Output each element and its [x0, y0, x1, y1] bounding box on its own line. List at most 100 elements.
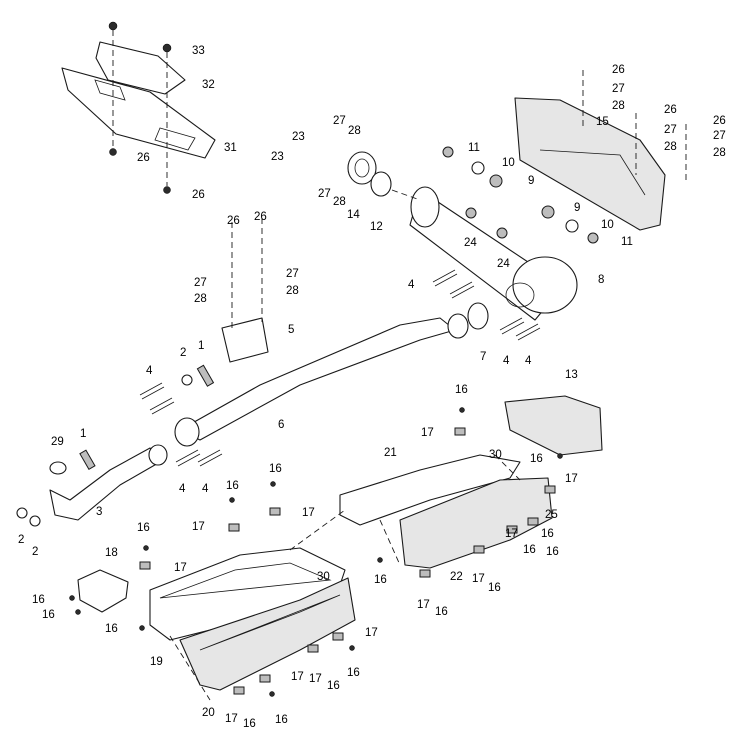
gasket-12 [370, 171, 392, 197]
gasket-29 [49, 461, 67, 475]
callout-c20: 20 [202, 707, 215, 719]
callout-c26b: 26 [192, 189, 205, 201]
callout-c16a: 16 [455, 384, 468, 396]
callout-c28f: 28 [194, 293, 207, 305]
callout-c17h: 17 [417, 599, 430, 611]
callout-c16n: 16 [105, 623, 118, 635]
callout-c16l: 16 [435, 606, 448, 618]
plate-32 [95, 21, 186, 194]
callout-c10b: 10 [601, 219, 614, 231]
callout-c28c: 28 [713, 147, 726, 159]
callout-c16f: 16 [541, 528, 554, 540]
callout-c17e: 17 [505, 528, 518, 540]
callout-c25: 25 [545, 509, 558, 521]
front-pipe-3 [49, 444, 168, 521]
callout-c5: 5 [288, 324, 294, 336]
heat-shield-13 [504, 395, 603, 456]
callout-c28d: 28 [348, 125, 361, 137]
bracket-18 [77, 569, 129, 613]
callout-c17b: 17 [565, 473, 578, 485]
sensors [16, 364, 215, 527]
callout-c16o: 16 [347, 667, 360, 679]
callout-c26g: 26 [254, 211, 267, 223]
callout-c32: 32 [202, 79, 215, 91]
callout-c16j: 16 [488, 582, 501, 594]
clamps-4 [139, 269, 541, 467]
callout-c1a: 1 [198, 340, 204, 352]
callout-c17g: 17 [472, 573, 485, 585]
callout-c30a: 30 [489, 449, 502, 461]
heat-shield-20 [179, 577, 356, 691]
callout-c6: 6 [278, 419, 284, 431]
callout-c26e: 26 [713, 115, 726, 127]
callout-c28e: 28 [333, 196, 346, 208]
callout-c17j: 17 [291, 671, 304, 683]
callout-c30b: 30 [317, 571, 330, 583]
callout-c19: 19 [150, 656, 163, 668]
callout-c16h: 16 [546, 546, 559, 558]
callout-c26a: 26 [137, 152, 150, 164]
callout-c8: 8 [598, 274, 604, 286]
callout-c16m: 16 [42, 609, 55, 621]
callout-c16d: 16 [226, 480, 239, 492]
callout-c23b: 23 [271, 151, 284, 163]
callout-c16r: 16 [243, 718, 256, 730]
screws-16 [69, 407, 563, 697]
callout-c4a: 4 [408, 279, 415, 291]
callout-c7: 7 [480, 351, 486, 363]
heat-shield-31 [61, 67, 216, 159]
callout-c28g: 28 [286, 285, 299, 297]
callout-c2c: 2 [32, 546, 38, 558]
callout-c27g: 27 [286, 268, 299, 280]
callout-c12: 12 [370, 221, 383, 233]
callout-c27f: 27 [194, 277, 207, 289]
callout-c17f: 17 [174, 562, 187, 574]
callout-c11b: 11 [621, 236, 633, 248]
callout-c16b: 16 [530, 453, 543, 465]
callout-c17c: 17 [302, 507, 315, 519]
callout-c4d: 4 [146, 365, 153, 377]
callout-c16k: 16 [32, 594, 45, 606]
callout-c16i: 16 [374, 574, 387, 586]
callout-c26d: 26 [664, 104, 677, 116]
gasket-7 [467, 302, 489, 330]
callout-c13: 13 [565, 369, 578, 381]
callout-c16p: 16 [327, 680, 340, 692]
callout-c27c: 27 [713, 130, 726, 142]
callout-c22: 22 [450, 571, 463, 583]
callout-c33: 33 [192, 45, 205, 57]
callout-c17k: 17 [309, 673, 322, 685]
callout-c17l: 17 [225, 713, 238, 725]
hardware-nuts [442, 146, 599, 244]
muffler-8 [409, 186, 578, 321]
callout-c27d: 27 [333, 115, 346, 127]
callout-c17i: 17 [365, 627, 378, 639]
callout-c1b: 1 [80, 428, 86, 440]
callout-c15: 15 [596, 116, 609, 128]
callout-c4e: 4 [179, 483, 186, 495]
callout-c24b: 24 [497, 258, 510, 270]
callout-c29: 29 [51, 436, 64, 448]
callout-c16q: 16 [275, 714, 288, 726]
callout-c9a: 9 [528, 175, 534, 187]
callout-c11a: 11 [468, 142, 480, 154]
callout-c16c: 16 [269, 463, 282, 475]
clips-17 [139, 427, 556, 695]
callout-c4f: 4 [202, 483, 209, 495]
flange-14 [347, 151, 377, 185]
heat-shield-22 [399, 477, 553, 569]
callout-c23a: 23 [292, 131, 305, 143]
callout-c16e: 16 [137, 522, 150, 534]
callout-c10a: 10 [502, 157, 515, 169]
bracket-5 [221, 317, 269, 363]
callout-c26f: 26 [227, 215, 240, 227]
callout-c28b: 28 [664, 141, 677, 153]
callout-c14: 14 [347, 209, 360, 221]
callout-c9b: 9 [574, 202, 580, 214]
heat-shield-21 [339, 454, 521, 526]
callout-c4b: 4 [503, 355, 510, 367]
callout-c27b: 27 [664, 124, 677, 136]
callout-c26c: 26 [612, 64, 625, 76]
